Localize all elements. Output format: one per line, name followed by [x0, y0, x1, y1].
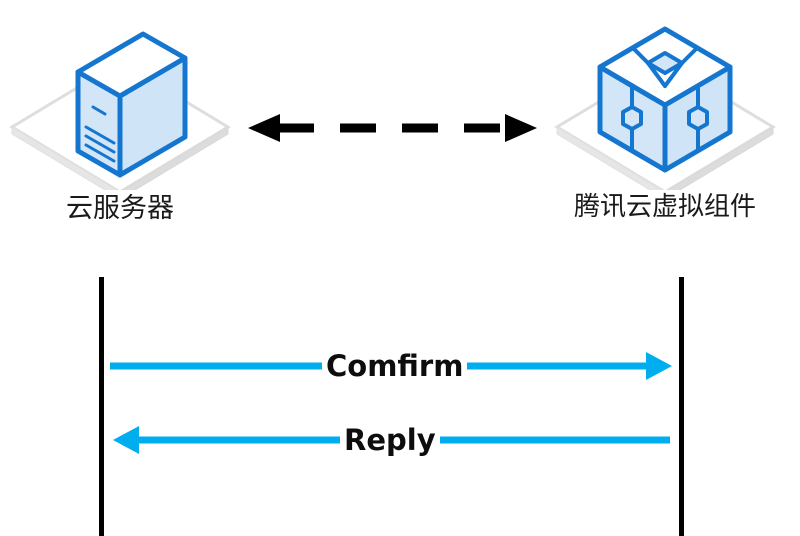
message-label-reply: Reply: [340, 425, 440, 455]
message-label-comfirm: Comfirm: [322, 351, 468, 381]
node-cloud-server[interactable]: 云服务器: [0, 10, 240, 224]
server-tower-isometric-icon: [0, 10, 240, 200]
lifeline-tencent-cloud-virtual-component: [679, 277, 684, 536]
bidirectional-dashed-link: [240, 108, 545, 158]
node-label-tencent-cloud-virtual-component: 腾讯云虚拟组件: [573, 192, 756, 222]
lifeline-cloud-server: [99, 277, 104, 536]
node-tencent-cloud-virtual-component[interactable]: 腾讯云虚拟组件: [545, 10, 785, 222]
node-label-cloud-server: 云服务器: [66, 193, 174, 224]
virtual-component-cube-isometric-icon: [545, 10, 785, 200]
